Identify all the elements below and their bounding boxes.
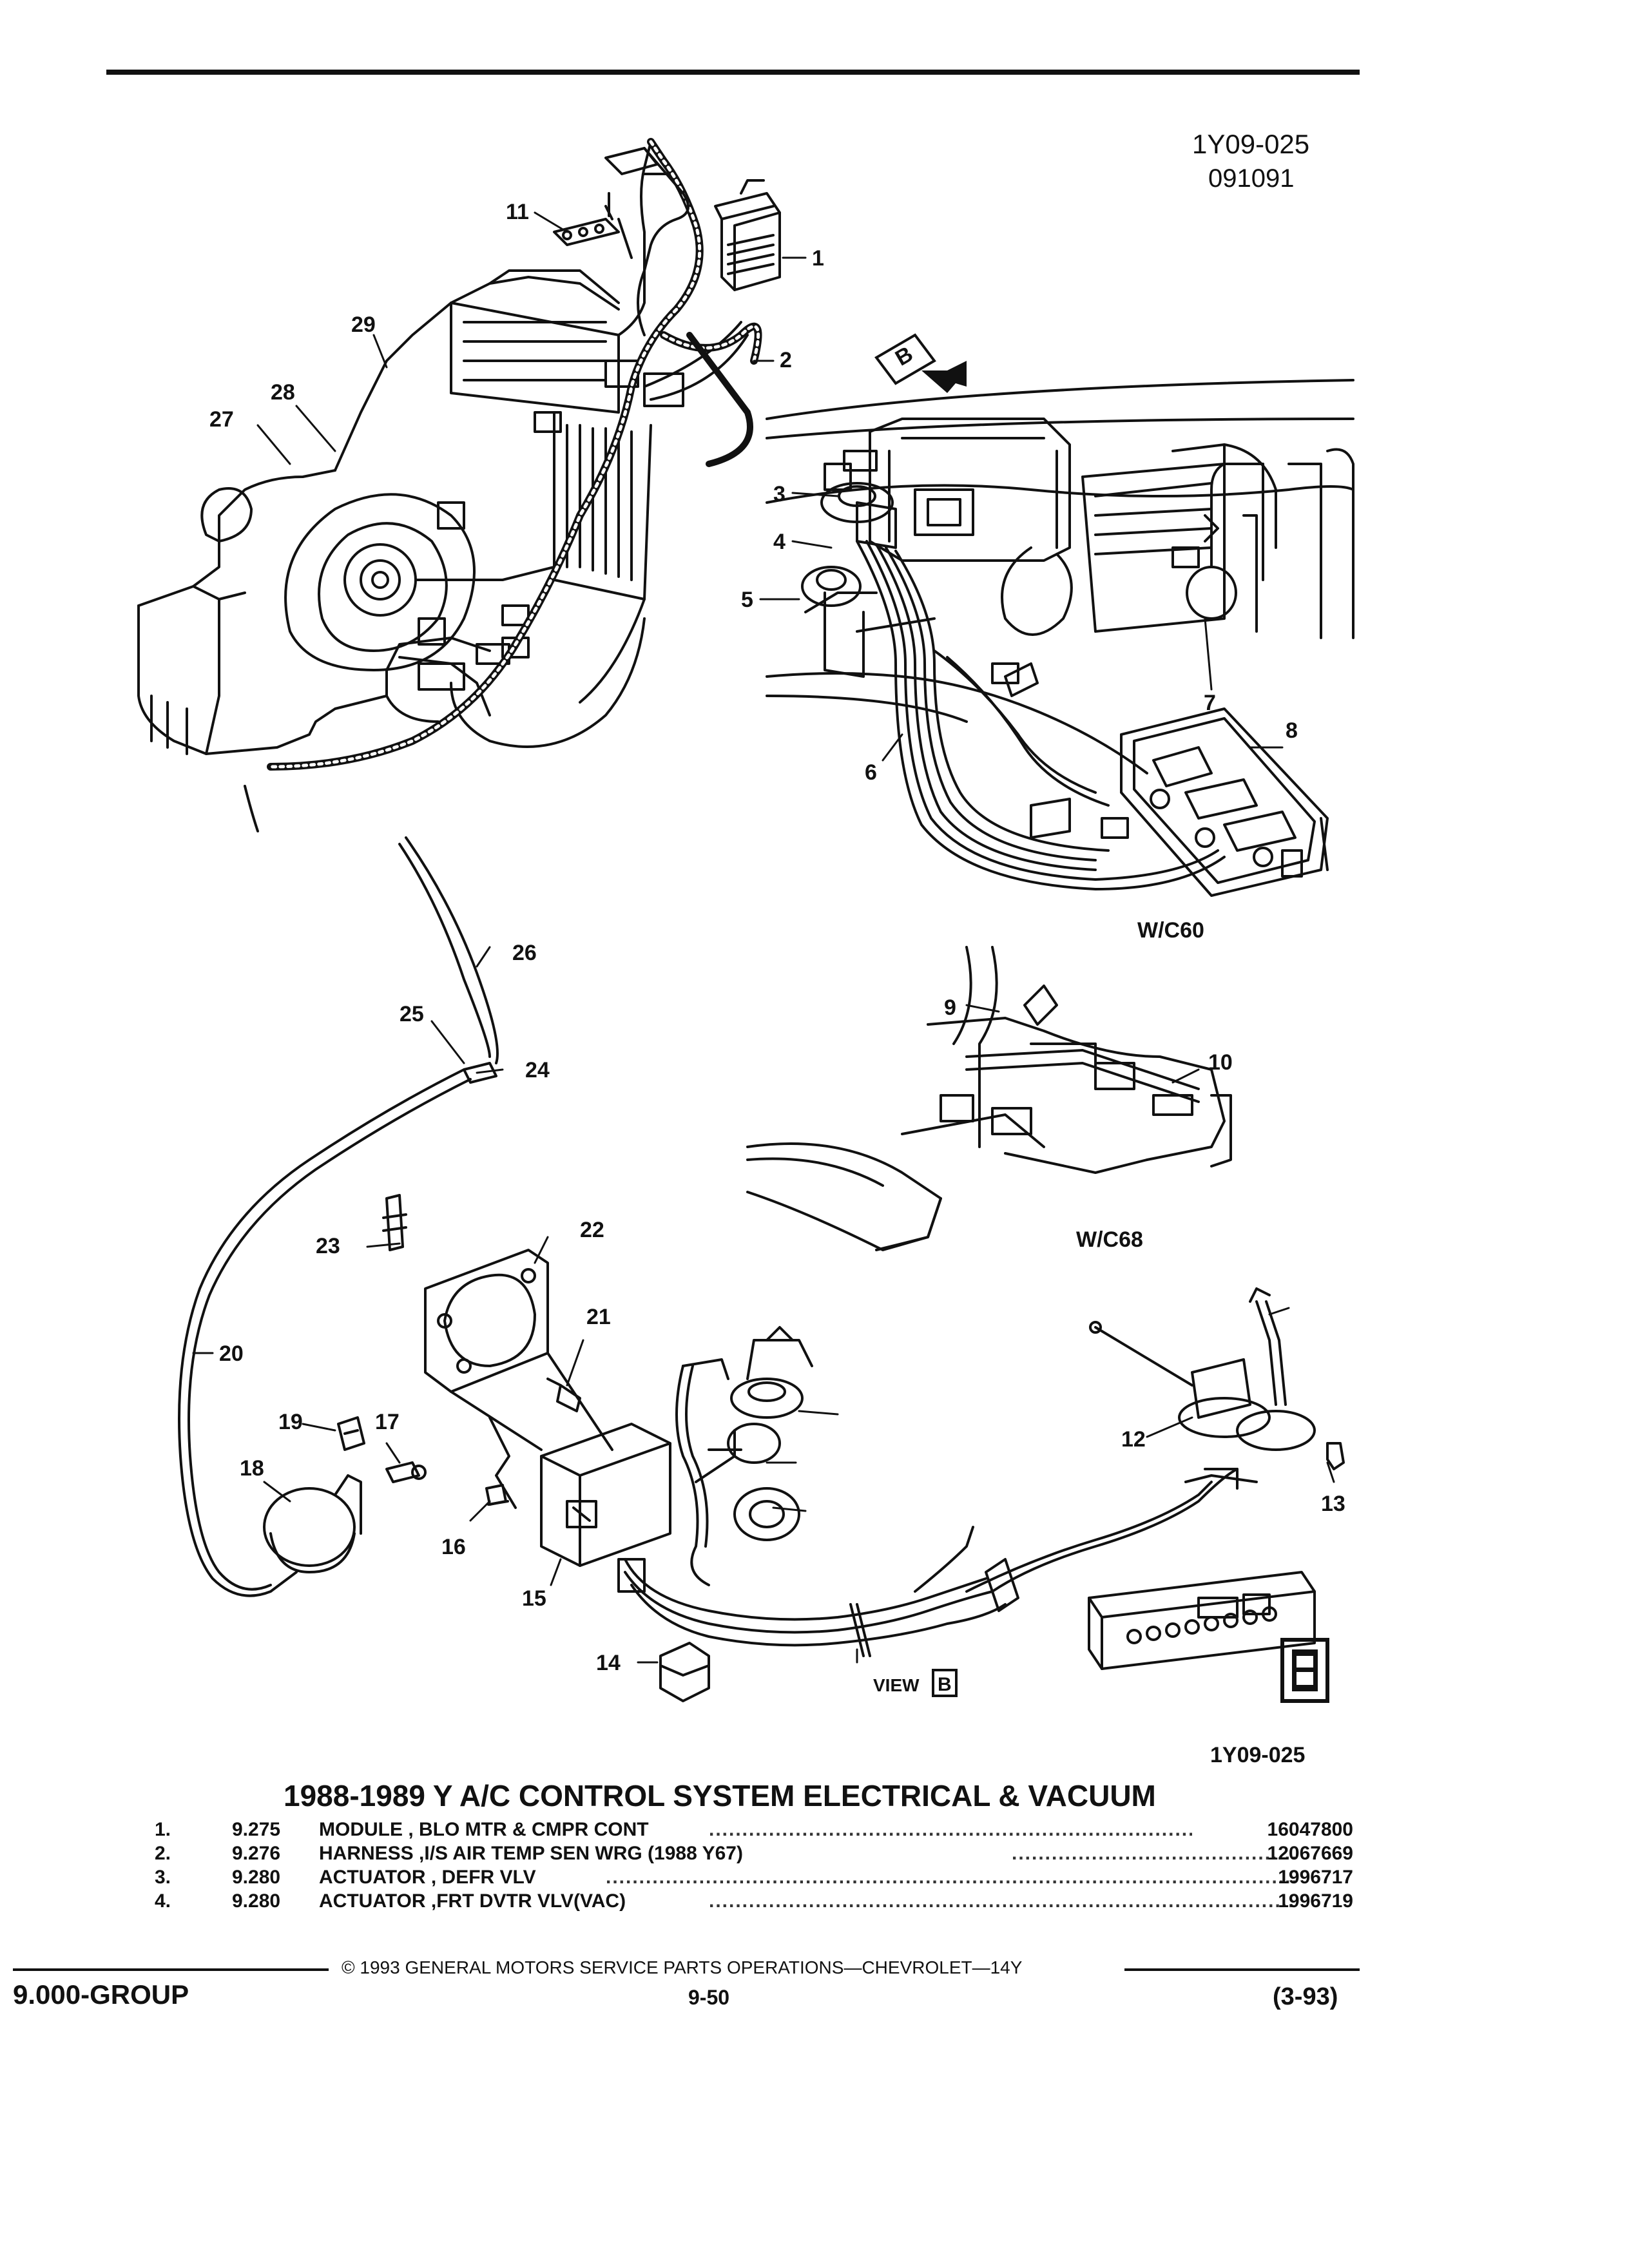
clip-23-drawing	[382, 1194, 407, 1251]
callout-27: 27	[209, 407, 234, 432]
control-panel-8-drawing	[1101, 707, 1329, 897]
callout-9: 9	[944, 995, 956, 1020]
callout-15: 15	[522, 1586, 546, 1611]
callout-18: 18	[240, 1456, 264, 1481]
actuator-12-drawing	[1089, 1287, 1345, 1490]
module-1-drawing	[714, 179, 781, 291]
control-head-drawing	[1088, 1571, 1316, 1670]
view-b-dash-drawing	[766, 379, 1354, 774]
part-num: 4.	[155, 1890, 171, 1912]
callout-6: 6	[865, 760, 877, 785]
harness-6-viewb-drawing	[856, 540, 1226, 890]
callout-10: 10	[1208, 1050, 1233, 1075]
w-c68-label: W/C68	[1076, 1227, 1143, 1252]
part-number: 1996719	[1278, 1890, 1353, 1912]
part-code: 9.275	[232, 1819, 281, 1840]
page-number: 9-50	[688, 1986, 730, 2009]
connector-14-drawing	[659, 1642, 710, 1702]
vacuum-hose-drawing	[178, 836, 499, 1597]
parts-row: 4. 9.280 ACTUATOR ,FRT DVTR VLV(VAC) ...…	[155, 1890, 1353, 1916]
copyright: © 1993 GENERAL MOTORS SERVICE PARTS OPER…	[342, 1957, 1023, 1977]
w-c60-label: W/C60	[1137, 918, 1204, 943]
badge-icon	[1280, 1638, 1329, 1703]
part-num: 1.	[155, 1819, 171, 1840]
callout-4: 4	[773, 530, 786, 554]
part-number: 1996717	[1278, 1867, 1353, 1888]
date-code: 091091	[1208, 164, 1295, 193]
actuators-lower-drawing	[675, 1326, 813, 1586]
part-desc: ACTUATOR , DEFR VLV	[319, 1867, 536, 1888]
part-number: 12067669	[1267, 1843, 1353, 1864]
callout-24: 24	[525, 1058, 550, 1082]
bracket-22-drawing	[424, 1249, 613, 1509]
callout-8: 8	[1286, 718, 1298, 743]
part-num: 3.	[155, 1867, 171, 1888]
callout-29: 29	[351, 312, 376, 337]
view-b-box	[932, 1669, 958, 1697]
callout-7: 7	[1204, 691, 1216, 715]
group-label: 9.000-GROUP	[13, 1979, 189, 2010]
leader-dots: ........................................…	[1012, 1843, 1295, 1864]
footer-rule-left	[13, 1968, 329, 1971]
view-b-box-letter: B	[938, 1674, 952, 1695]
callout-25: 25	[400, 1002, 424, 1026]
leader-dots: ........................................…	[606, 1867, 1295, 1888]
revision: (3-93)	[1273, 1983, 1338, 2010]
view-b-arrow: B	[874, 333, 967, 393]
part-code: 9.280	[232, 1890, 281, 1912]
illustration-code: 1Y09-025	[1192, 129, 1310, 159]
leader-dots: ........................................…	[709, 1819, 1192, 1840]
caption-code: 1Y09-025	[1210, 1743, 1306, 1767]
parts-row: 3. 9.280 ACTUATOR , DEFR VLV ...........…	[155, 1867, 1353, 1892]
callout-21: 21	[586, 1305, 611, 1329]
part-desc: HARNESS ,I/S AIR TEMP SEN WRG (1988 Y67)	[319, 1843, 743, 1864]
part-code: 9.280	[232, 1867, 281, 1888]
hvac-module-drawing	[137, 140, 749, 832]
callout-1: 1	[812, 246, 824, 271]
top-rule	[106, 70, 1360, 75]
callout-22: 22	[580, 1218, 604, 1242]
view-b-text: VIEW	[873, 1675, 920, 1695]
connector-11-drawing	[553, 147, 689, 336]
callout-13: 13	[1321, 1492, 1345, 1516]
callout-5: 5	[741, 588, 753, 612]
part-desc: ACTUATOR ,FRT DVTR VLV(VAC)	[319, 1890, 626, 1912]
harness-6-lower-drawing	[617, 1468, 1239, 1657]
leader-dots: ........................................…	[709, 1890, 1295, 1912]
callout-19: 19	[278, 1410, 303, 1434]
module-15-drawing	[540, 1423, 671, 1567]
part-number: 16047800	[1267, 1819, 1353, 1840]
callout-26: 26	[512, 941, 537, 965]
parts-row: 2. 9.276 HARNESS ,I/S AIR TEMP SEN WRG (…	[155, 1843, 1353, 1869]
control-panel-10-drawing	[746, 946, 1232, 1251]
callout-14: 14	[596, 1651, 621, 1675]
leader-lines	[192, 211, 1335, 1664]
callout-labels: 1 2 3 4 5 6 7 8 9 10 11 12 13 14 15 16 1…	[209, 200, 1345, 1675]
callout-28: 28	[271, 380, 295, 405]
footer-rule-right	[1124, 1968, 1360, 1971]
small-parts-drawing	[263, 1416, 509, 1573]
part-num: 2.	[155, 1843, 171, 1864]
callout-23: 23	[316, 1234, 340, 1258]
callout-12: 12	[1121, 1427, 1146, 1452]
part-code: 9.276	[232, 1843, 281, 1864]
callout-11: 11	[506, 200, 529, 224]
callout-2: 2	[780, 348, 792, 372]
page-title: 1988-1989 Y A/C CONTROL SYSTEM ELECTRICA…	[284, 1779, 1156, 1812]
harness-corrugated-drawing	[267, 138, 762, 771]
callout-20: 20	[219, 1341, 244, 1366]
callout-17: 17	[375, 1410, 400, 1434]
part-desc: MODULE , BLO MTR & CMPR CONT	[319, 1819, 649, 1840]
parts-row: 1. 9.275 MODULE , BLO MTR & CMPR CONT ..…	[155, 1819, 1353, 1845]
callout-3: 3	[773, 482, 786, 506]
callout-16: 16	[441, 1535, 466, 1559]
screw-21-drawing	[546, 1378, 581, 1412]
